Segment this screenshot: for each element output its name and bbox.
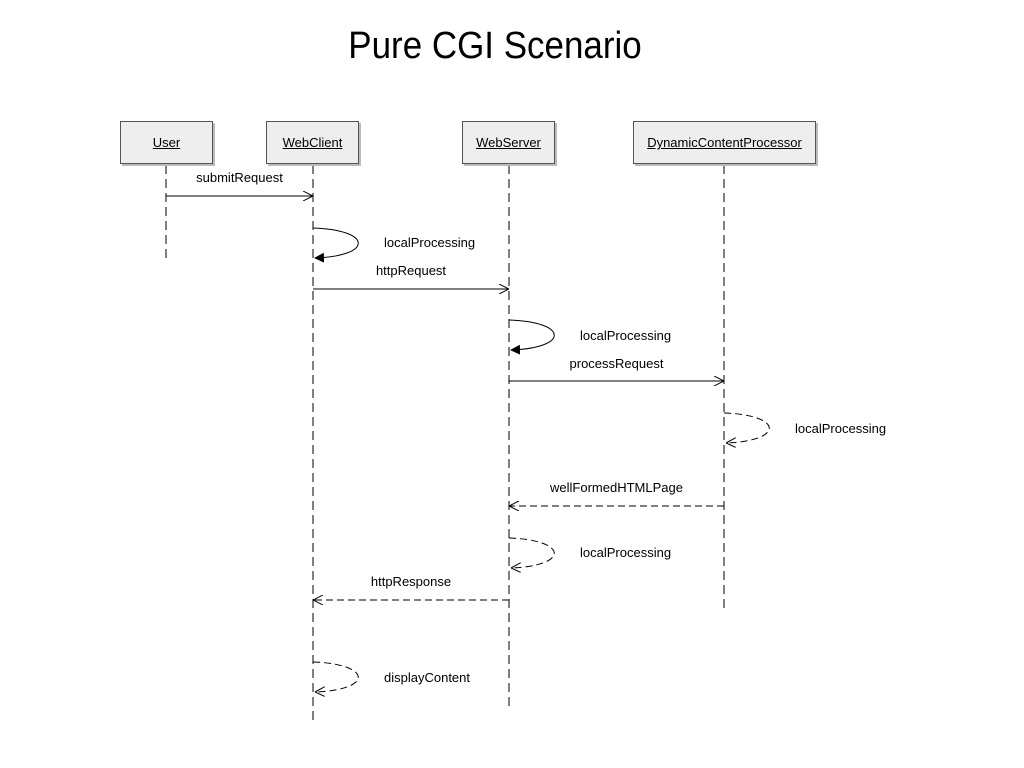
message-arrow-displaycontent [312, 661, 359, 692]
message-label-localprocessing: localProcessing [384, 235, 475, 250]
message-label-displaycontent: displayContent [384, 670, 470, 685]
message-label-localprocessing: localProcessing [580, 328, 671, 343]
message-label-localprocessing: localProcessing [795, 421, 886, 436]
actor-dynamiccontentprocessor: DynamicContentProcessor [633, 121, 816, 164]
message-arrow-localprocessing [508, 319, 555, 355]
message-arrow-localprocessing [508, 537, 555, 568]
slide-title: Pure CGI Scenario [348, 25, 642, 67]
message-label-processrequest: processRequest [570, 356, 664, 371]
message-label-localprocessing: localProcessing [580, 545, 671, 560]
message-label-httprequest: httpRequest [376, 263, 446, 278]
actor-user: User [120, 121, 213, 164]
message-label-httpresponse: httpResponse [371, 574, 451, 589]
message-arrow-localprocessing [312, 227, 359, 263]
message-label-submitrequest: submitRequest [196, 170, 283, 185]
actor-webclient: WebClient [266, 121, 359, 164]
actor-webserver: WebServer [462, 121, 555, 164]
message-label-wellformedhtmlpage: wellFormedHTMLPage [549, 480, 683, 495]
message-arrow-localprocessing [723, 412, 770, 443]
